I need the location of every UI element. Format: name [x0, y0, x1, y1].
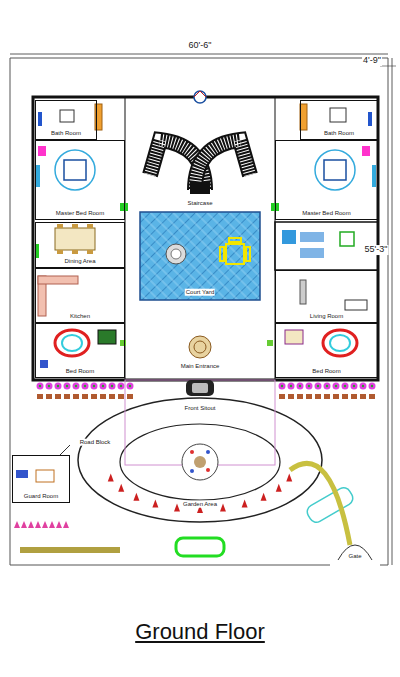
plan-label: Garden Area [182, 501, 218, 508]
room-box: Kitchen [35, 268, 125, 323]
room-label: Master Bed Room [55, 210, 105, 217]
plan-label: 60'-6" [188, 41, 213, 51]
room-label: Guard Room [23, 493, 59, 500]
room-box: Guard Room [12, 455, 70, 503]
plan-label: Court Yard [185, 289, 215, 296]
room-label: Bath Room [50, 130, 82, 137]
room-box: Bed Room [35, 323, 125, 378]
room-label: Living Room [309, 313, 344, 320]
plan-label: 4'-9" [362, 56, 382, 66]
room-box: Bed Room [275, 323, 378, 378]
room-label: Bed Room [311, 368, 341, 375]
room-label: Kitchen [69, 313, 91, 320]
room-label: Master Bed Room [301, 210, 351, 217]
room-box: Bath Room [300, 100, 378, 140]
room-box: Master Bed Room [275, 140, 378, 220]
room-box: Dining Area [35, 222, 125, 268]
plan-label: Front Sitout [183, 405, 216, 412]
room-box: Master Bed Room [35, 140, 125, 220]
plan-label: 55'-3" [364, 245, 389, 255]
drawing-title: Ground Floor [135, 619, 265, 645]
room-label: Dining Area [63, 258, 96, 265]
room-box: Bath Room [35, 100, 97, 140]
room-label: Bed Room [65, 368, 95, 375]
plan-label: Main Entrance [180, 363, 221, 370]
room-label: Bath Room [323, 130, 355, 137]
plan-label: Staircase [186, 200, 213, 207]
plan-label: Gate [347, 553, 362, 560]
room-box: Living Room [275, 270, 378, 323]
plan-label: Road Block [79, 439, 112, 446]
